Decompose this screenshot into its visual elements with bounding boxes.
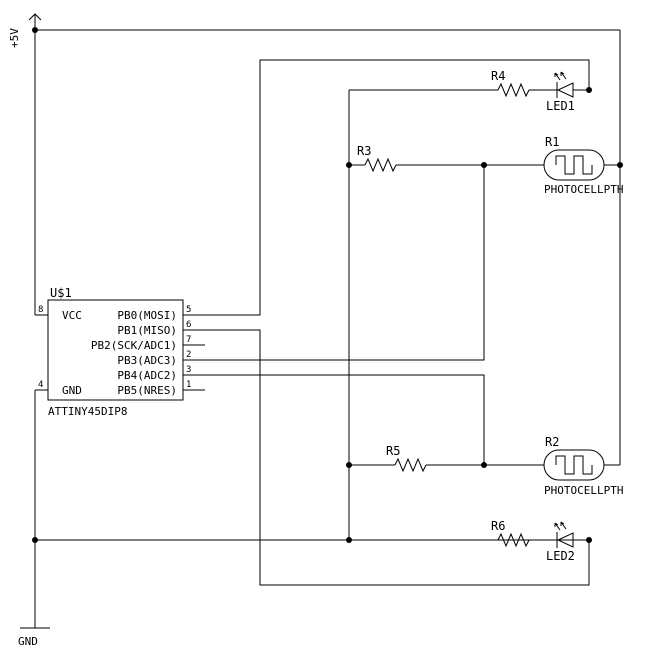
ic-pin-num-7: 7 — [186, 335, 191, 345]
photocell-r2-value: PHOTOCELLPTH — [544, 484, 623, 497]
ground-bus — [346, 90, 352, 540]
vcc-label: +5V — [8, 28, 21, 48]
photocell-r2-ref: R2 — [545, 435, 559, 449]
ic-pin-num-6: 6 — [186, 320, 191, 330]
ic-pin-name-pb2: PB2(SCK/ADC1) — [91, 339, 177, 352]
ic-pin-num-2: 2 — [186, 350, 191, 360]
ic-pin-num-5: 5 — [186, 305, 191, 315]
resistor-r6: R6 — [491, 519, 530, 548]
ic-pin-name-pb4: PB4(ADC2) — [117, 369, 177, 382]
ic-pin-name-pb3: PB3(ADC3) — [117, 354, 177, 367]
ic-pin-name-pb0: PB0(MOSI) — [117, 309, 177, 322]
attiny45-ic: U$1 ATTINY45DIP8 VCC 8 GND 4 PB0(MOSI) P… — [38, 286, 205, 418]
ic-part: ATTINY45DIP8 — [48, 405, 127, 418]
resistor-r4: R4 — [349, 69, 530, 98]
net-pb1-led2 — [205, 329, 590, 586]
photocell-r2: R2 PHOTOCELLPTH — [543, 435, 623, 497]
ic-pin-name-vcc: VCC — [62, 309, 82, 322]
led1: LED1 — [529, 71, 592, 113]
net-pb4-photocell2 — [205, 374, 487, 468]
ic-pin-num-1: 1 — [186, 380, 191, 390]
photocell-r1-value: PHOTOCELLPTH — [544, 183, 623, 196]
gnd-label: GND — [18, 635, 38, 648]
r6-label: R6 — [491, 519, 505, 533]
ic-refdes: U$1 — [50, 286, 72, 300]
gnd-rail: GND — [18, 389, 589, 648]
ic-pin-name-pb1: PB1(MISO) — [117, 324, 177, 337]
photocell-r1-ref: R1 — [545, 135, 559, 149]
r4-label: R4 — [491, 69, 505, 83]
r3-label: R3 — [357, 144, 371, 158]
ic-pin-num-3: 3 — [186, 365, 191, 375]
led2-label: LED2 — [546, 549, 575, 563]
led1-label: LED1 — [546, 99, 575, 113]
net-pb0-led1 — [205, 59, 590, 316]
ic-pin-name-gnd: GND — [62, 384, 82, 397]
vcc-rail: +5V — [8, 13, 621, 465]
led2: LED2 — [546, 521, 592, 563]
resistor-r5: R5 — [349, 444, 544, 473]
r5-label: R5 — [386, 444, 400, 458]
ic-pin-num-4: 4 — [38, 380, 43, 390]
ic-pin-num-8: 8 — [38, 305, 43, 315]
photocell-r1: R1 PHOTOCELLPTH — [543, 135, 623, 196]
ic-pin-name-pb5: PB5(NRES) — [117, 384, 177, 397]
resistor-r3: R3 — [349, 144, 544, 173]
